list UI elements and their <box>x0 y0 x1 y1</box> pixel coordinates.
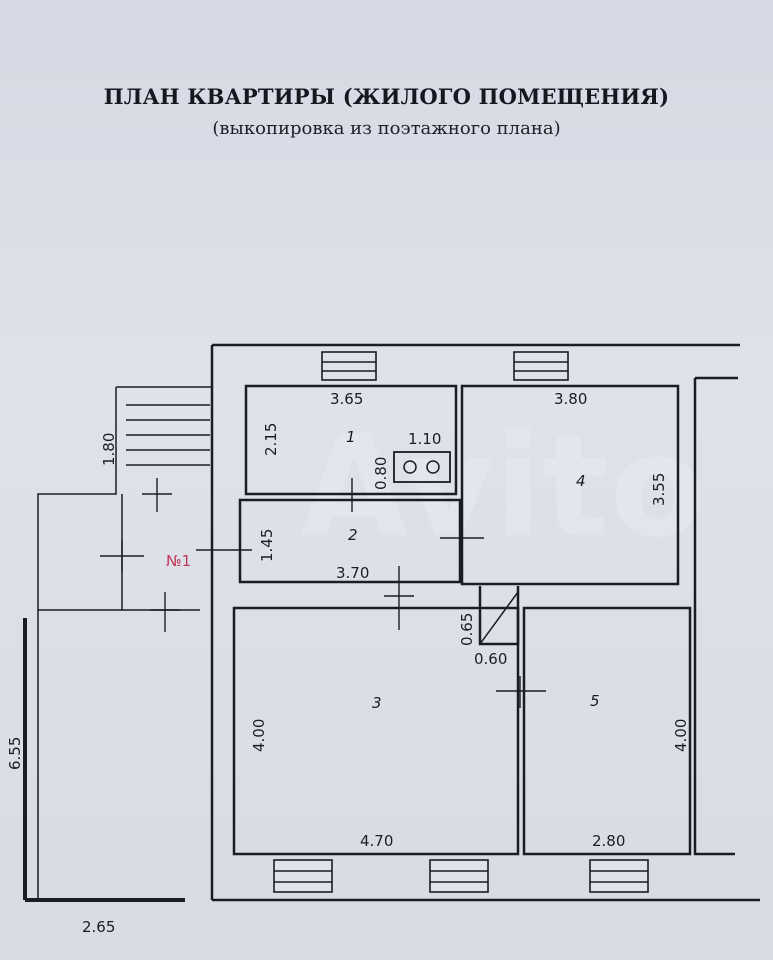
door-annex-top <box>142 478 172 512</box>
watermark: Avito <box>300 406 706 569</box>
room-number: 5 <box>590 692 600 710</box>
room-5-outline <box>522 606 692 856</box>
dimension-label: 4.70 <box>360 832 393 850</box>
window <box>321 351 377 381</box>
dimension-label: 3.70 <box>336 564 369 582</box>
dimension-label: 3.55 <box>650 473 668 506</box>
room-4-outline <box>460 384 680 586</box>
dimension-label: 2.15 <box>262 423 280 456</box>
window <box>513 351 569 381</box>
window <box>273 859 333 893</box>
dimension-label: 3.65 <box>330 390 363 408</box>
door-room-1 <box>336 478 368 512</box>
dimension-label: 4.00 <box>250 719 268 752</box>
room-3-outline <box>232 606 520 856</box>
door-room-4 <box>440 522 484 552</box>
dimension-label: 4.00 <box>672 719 690 752</box>
apartment-number-label: №1 <box>166 552 191 570</box>
room-number: 1 <box>346 428 356 446</box>
niche-diagonal <box>479 591 519 645</box>
niche-outline <box>478 586 520 646</box>
dimension-label: 1.80 <box>100 433 118 466</box>
windows <box>273 351 649 893</box>
window <box>589 859 649 893</box>
door-entrance <box>196 534 252 566</box>
room-number: 4 <box>576 472 586 490</box>
dimension-label: 6.55 <box>6 737 24 770</box>
burner-icon <box>426 460 440 474</box>
stairs <box>126 404 210 466</box>
door-annex-left <box>100 540 144 572</box>
room-number: 3 <box>372 694 382 712</box>
doors <box>100 478 546 708</box>
dimension-label: 0.60 <box>474 650 507 668</box>
dimension-label: 2.80 <box>592 832 625 850</box>
door-room-3 <box>384 566 414 630</box>
burner-icon <box>403 460 417 474</box>
door-annex-bottom <box>150 592 180 632</box>
door-room-5 <box>496 676 546 708</box>
dimension-label: 1.10 <box>408 430 441 448</box>
dimension-label: 1.45 <box>258 529 276 562</box>
dimension-label: 0.80 <box>372 457 390 490</box>
outer-wall-right <box>693 378 735 856</box>
dimension-label: 0.65 <box>458 613 476 646</box>
room-number: 2 <box>348 526 358 544</box>
window <box>429 859 489 893</box>
plan-title: ПЛАН КВАРТИРЫ (ЖИЛОГО ПОМЕЩЕНИЯ) <box>103 84 670 109</box>
plan-subtitle: (выкопировка из поэтажного плана) <box>212 118 561 139</box>
stove-outline <box>393 451 451 483</box>
dimension-label: 2.65 <box>82 918 115 936</box>
dimension-label: 3.80 <box>554 390 587 408</box>
